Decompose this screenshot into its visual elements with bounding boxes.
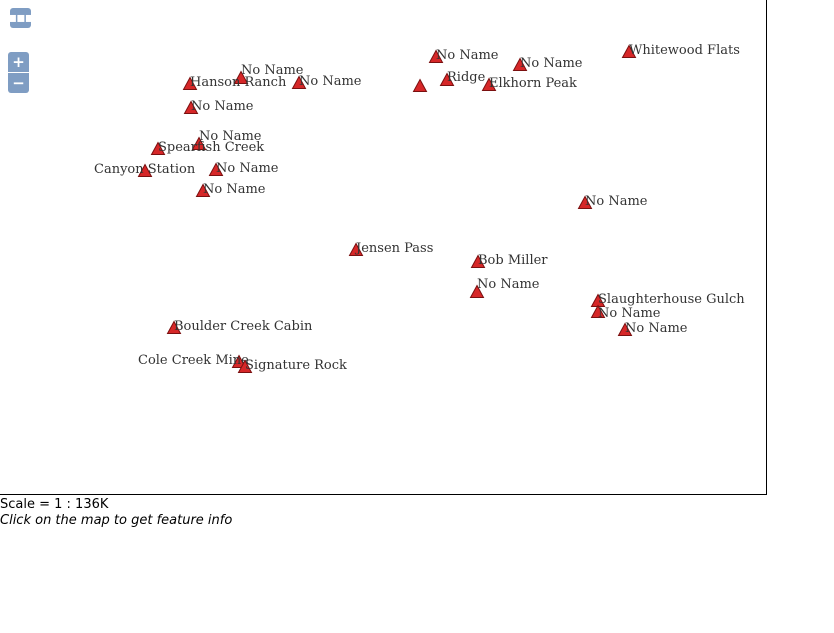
triangle-marker-icon	[191, 136, 207, 150]
triangle-marker-icon	[617, 322, 633, 336]
triangle-marker-icon	[231, 354, 247, 368]
feature-label: No Name	[241, 63, 304, 78]
feature-label: No Name	[585, 194, 648, 209]
triangle-marker-icon	[439, 72, 455, 86]
feature-label: No Name	[191, 99, 254, 114]
layer-switcher-button[interactable]: ▪▪▪	[7, 8, 34, 28]
triangle-marker-icon	[481, 77, 497, 91]
triangle-marker-icon	[208, 162, 224, 176]
feature-label: No Name	[299, 74, 362, 89]
feature-label: Hanson Ranch	[190, 75, 287, 90]
triangle-marker-icon	[412, 78, 428, 92]
feature-label: No Name	[477, 277, 540, 292]
triangle-marker-icon	[182, 76, 198, 90]
zoom-out-button[interactable]: −	[8, 73, 29, 93]
feature-label: Bob Miller	[478, 253, 548, 268]
feature-label: Canyon Station	[94, 162, 196, 177]
info-hint: Click on the map to get feature info	[0, 513, 233, 528]
feature-label: Boulder Creek Cabin	[174, 319, 313, 334]
triangle-marker-icon	[470, 254, 486, 268]
feature-label: Elkhorn Peak	[489, 76, 577, 91]
feature-label: No Name	[216, 161, 279, 176]
triangle-marker-icon	[621, 44, 637, 58]
triangle-marker-icon	[428, 49, 444, 63]
triangle-marker-icon	[469, 284, 485, 298]
feature-label: No Name	[199, 129, 262, 144]
triangle-marker-icon	[166, 320, 182, 334]
triangle-marker-icon	[291, 75, 307, 89]
feature-label: Signature Rock	[245, 358, 347, 373]
feature-label: Whitewood Flats	[629, 43, 740, 58]
feature-label: No Name	[598, 306, 661, 321]
feature-label: No Name	[203, 182, 266, 197]
triangle-marker-icon	[150, 141, 166, 155]
triangle-marker-icon	[195, 183, 211, 197]
feature-label: Cole Creek Mine	[138, 353, 249, 368]
scale-line: Scale = 1 : 136K	[0, 497, 109, 512]
feature-label: Jensen Pass	[356, 241, 434, 256]
triangle-marker-icon	[590, 304, 606, 318]
triangle-marker-icon	[137, 163, 153, 177]
feature-label: Spearfish Creek	[158, 140, 265, 155]
triangle-marker-icon	[512, 57, 528, 71]
ellipsis-icon: ▪▪▪	[7, 10, 34, 26]
feature-label: No Name	[436, 48, 499, 63]
triangle-marker-icon	[577, 195, 593, 209]
feature-label: No Name	[520, 56, 583, 71]
feature-label: Ridge	[447, 70, 486, 85]
feature-label: No Name	[625, 321, 688, 336]
triangle-marker-icon	[233, 70, 249, 84]
triangle-marker-icon	[237, 359, 253, 373]
feature-label: Slaughterhouse Gulch	[598, 292, 745, 307]
triangle-marker-icon	[183, 100, 199, 114]
triangle-marker-icon	[348, 242, 364, 256]
zoom-in-button[interactable]: +	[8, 52, 29, 72]
